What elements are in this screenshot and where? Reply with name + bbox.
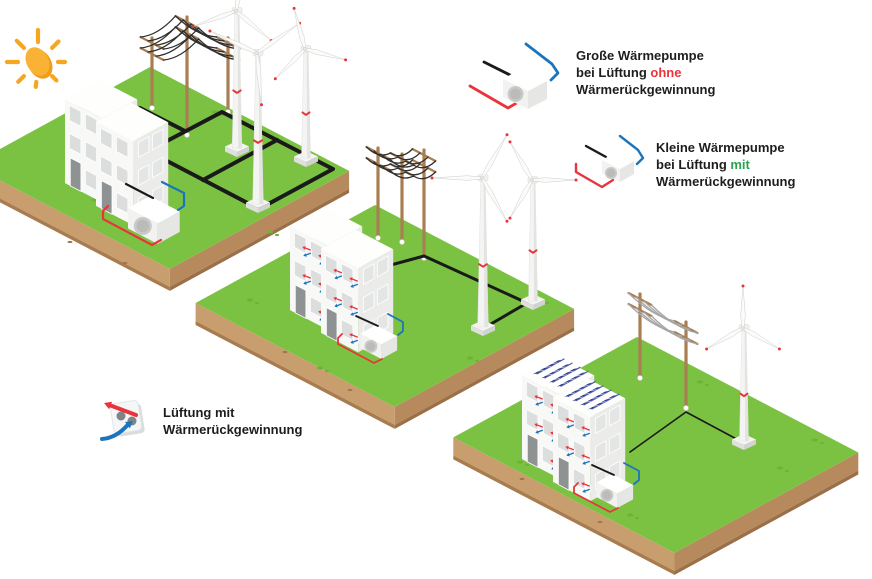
exhaust-arrow-icon <box>104 401 138 417</box>
legend-text: Wärmerückgewinnung <box>656 174 796 189</box>
ventilation-unit-icon <box>349 333 360 344</box>
legend-line: Große Wärmepumpe <box>576 47 715 64</box>
scene-1 <box>0 0 350 291</box>
ground-cable <box>629 411 745 453</box>
warm-pipe <box>574 162 615 189</box>
apartment-building <box>65 80 169 226</box>
ventilation-unit-icon <box>581 454 592 465</box>
ventilation-heat-recovery-icon <box>100 400 145 441</box>
wind-turbine <box>430 133 509 336</box>
wind-turbine <box>705 284 781 450</box>
ground-cable <box>378 254 529 330</box>
heat-pump-pipes <box>573 462 640 513</box>
power-line <box>584 144 608 159</box>
legend-small-heat-pump-label: Kleine Wärmepumpe bei Lüftung mit Wärmer… <box>656 139 795 190</box>
legend-text: bei Lüftung <box>656 157 731 172</box>
ventilation-unit-icon <box>565 417 576 429</box>
ventilation-unit-icon <box>565 445 576 457</box>
legend-line: Lüftung mit <box>163 404 302 421</box>
legend-line: bei Lüftung mit <box>656 156 795 173</box>
ventilation-unit-icon <box>333 268 344 280</box>
legend-line: Kleine Wärmepumpe <box>656 139 795 156</box>
legend-highlight-word: ohne <box>650 65 682 80</box>
scene-3 <box>453 284 859 575</box>
legend-line: Wärmerückgewinnung <box>576 81 715 98</box>
wind-turbine <box>508 140 578 310</box>
grass-platform <box>453 337 859 575</box>
legend-text: Kleine Wärmepumpe <box>656 140 785 155</box>
legend-line: bei Lüftung ohne <box>576 64 715 81</box>
wind-turbine <box>273 6 348 167</box>
legend-text: Wärmerückgewinnung <box>163 422 303 437</box>
legend-large-heat-pump-label: Große Wärmepumpe bei Lüftung ohne Wärmer… <box>576 47 715 98</box>
wind-turbine <box>191 0 273 157</box>
legend-line: Wärmerückgewinnung <box>163 421 302 438</box>
solar-panels <box>561 381 620 411</box>
solar-panels <box>530 358 589 388</box>
ventilation-unit-icon <box>534 423 545 434</box>
heat-pump-box <box>503 68 547 109</box>
apartment-building <box>290 207 394 353</box>
small-heat-pump-icon <box>574 134 645 189</box>
ventilation-unit-icon <box>349 277 360 288</box>
ventilation-unit-icon <box>333 296 344 308</box>
legend-ventilation-label: Lüftung mit Wärmerückgewinnung <box>163 404 302 438</box>
cold-pipe <box>524 42 560 82</box>
power-line <box>482 60 512 77</box>
legend-text: Lüftung mit <box>163 405 235 420</box>
ventilation-unit-icon <box>534 395 545 406</box>
legend-text: bei Lüftung <box>576 65 651 80</box>
cold-pipe <box>618 134 645 166</box>
small-heat-pump <box>360 325 398 359</box>
warm-pipe <box>468 84 522 110</box>
ventilation-unit-icon <box>581 426 592 437</box>
intake-arrow-icon <box>100 421 133 441</box>
vent-hole <box>116 411 126 421</box>
ventilation-unit-icon <box>302 246 313 257</box>
wind-turbine <box>208 21 302 213</box>
power-line <box>139 14 241 138</box>
legend-text: Große Wärmepumpe <box>576 48 704 63</box>
large-heat-pump-icon <box>468 42 560 110</box>
heat-pump-box <box>602 152 634 182</box>
ventilation-unit-icon <box>581 482 592 493</box>
legend-highlight-word: mit <box>730 157 750 172</box>
scene-2 <box>195 133 578 429</box>
heat-pump-pipes <box>337 313 404 364</box>
ventilation-unit-icon <box>349 305 360 316</box>
sun-icon <box>4 27 68 89</box>
ventilation-unit-icon <box>302 274 313 285</box>
power-line <box>627 291 699 411</box>
apartment-building <box>522 356 626 502</box>
legend-text: Wärmerückgewinnung <box>576 82 716 97</box>
small-heat-pump <box>596 474 634 508</box>
power-line <box>365 145 437 261</box>
heat-pump-pipes <box>101 180 186 247</box>
large-heat-pump <box>128 196 180 244</box>
legend-line: Wärmerückgewinnung <box>656 173 795 190</box>
